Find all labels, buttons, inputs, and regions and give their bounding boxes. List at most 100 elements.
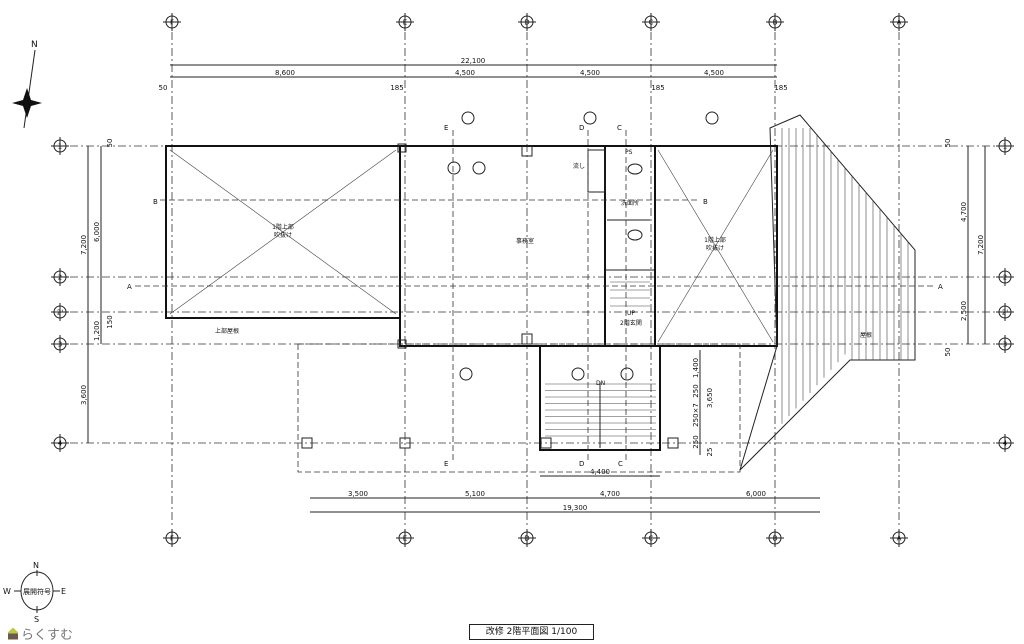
upper-roof-label: 上部屋根 — [215, 327, 239, 335]
grid-bubble: D — [518, 529, 536, 547]
svg-text:6,000: 6,000 — [93, 222, 101, 242]
grid-bubble: F — [163, 529, 181, 547]
svg-text:E: E — [444, 124, 448, 132]
drawing-title: 改修 2階平面図 1/100 — [469, 624, 594, 640]
svg-text:2: 2 — [58, 274, 62, 282]
left-void: 1階上部 吹抜け 上部屋根 — [165, 145, 401, 335]
svg-text:C: C — [649, 535, 654, 543]
logo: らくすむ — [8, 624, 73, 643]
room-label: 吹抜け — [706, 244, 724, 252]
grid-bubble: A — [890, 13, 908, 31]
svg-text:D: D — [579, 124, 584, 132]
office-label: 事務室 — [516, 237, 534, 245]
svg-text:25: 25 — [706, 448, 714, 457]
svg-text:4,700: 4,700 — [600, 490, 620, 498]
svg-text:7,200: 7,200 — [977, 235, 985, 255]
grid-bubble: F — [163, 13, 181, 31]
svg-text:E: E — [403, 19, 407, 27]
svg-text:5,100: 5,100 — [465, 490, 485, 498]
svg-text:2': 2' — [57, 309, 63, 317]
svg-text:D: D — [579, 460, 584, 468]
svg-text:19,300: 19,300 — [563, 504, 588, 512]
grid-bubble: E — [396, 529, 414, 547]
grid-bubble: 2 — [996, 268, 1014, 286]
svg-text:C: C — [618, 460, 623, 468]
svg-text:A: A — [897, 19, 902, 27]
svg-text:250×7: 250×7 — [692, 403, 700, 427]
svg-text:A: A — [938, 283, 943, 291]
svg-text:1: 1 — [1003, 143, 1007, 151]
grid-bubble: B — [766, 529, 784, 547]
svg-text:B: B — [773, 535, 778, 543]
up-label: UP — [627, 310, 635, 317]
grid-bubble: 3 — [51, 335, 69, 353]
svg-text:E: E — [61, 587, 66, 596]
svg-text:E: E — [403, 535, 407, 543]
svg-text:185: 185 — [774, 84, 787, 92]
svg-text:50: 50 — [159, 84, 168, 92]
svg-text:C: C — [617, 124, 622, 132]
grid-bubble: 1 — [996, 137, 1014, 155]
svg-text:6,000: 6,000 — [746, 490, 766, 498]
exterior-stair: DN — [297, 343, 741, 473]
svg-text:1,200: 1,200 — [93, 321, 101, 341]
grid-bubble: 2' — [51, 303, 69, 321]
svg-text:3,500: 3,500 — [348, 490, 368, 498]
svg-text:B: B — [703, 198, 708, 206]
svg-text:A: A — [127, 283, 132, 291]
svg-text:B: B — [153, 198, 158, 206]
svg-text:B: B — [773, 19, 778, 27]
svg-text:8,600: 8,600 — [275, 69, 295, 77]
grid-bubble: 2' — [996, 303, 1014, 321]
office: 事務室 — [397, 111, 719, 381]
svg-text:1,400: 1,400 — [692, 358, 700, 378]
grid-bubble: 2 — [51, 268, 69, 286]
grid-bubble: 3 — [996, 335, 1014, 353]
stair-upper: UP 2階玄関 — [610, 281, 650, 327]
dn-label: DN — [596, 380, 605, 387]
right-void: 1階上部 吹抜け — [654, 145, 778, 347]
svg-text:4,700: 4,700 — [960, 202, 968, 222]
svg-text:C: C — [649, 19, 654, 27]
svg-text:W: W — [3, 587, 11, 596]
svg-text:185: 185 — [651, 84, 664, 92]
grid-lines — [70, 32, 995, 528]
svg-text:2,500: 2,500 — [960, 301, 968, 321]
grid-bubble: C — [642, 529, 660, 547]
svg-text:50: 50 — [944, 139, 952, 148]
svg-text:4,500: 4,500 — [704, 69, 724, 77]
svg-text:展開符号: 展開符号 — [23, 587, 51, 596]
logo-text: らくすむ — [21, 628, 74, 643]
svg-text:1: 1 — [58, 143, 62, 151]
room-label: 1階上部 — [704, 236, 726, 244]
room-label: 1階上部 — [272, 223, 294, 231]
svg-text:4,500: 4,500 — [455, 69, 475, 77]
entrance-label: 2階玄関 — [620, 319, 642, 327]
sink-label: 流し — [573, 162, 585, 170]
svg-text:3,600: 3,600 — [80, 385, 88, 405]
svg-text:3: 3 — [58, 341, 62, 349]
north-arrow-icon: N — [12, 40, 42, 129]
svg-text:4,400: 4,400 — [590, 468, 610, 476]
room-label: 吹抜け — [274, 231, 292, 239]
grid-bubble: 4 — [51, 434, 69, 452]
grid-bubble: B — [766, 13, 784, 31]
svg-text:A: A — [897, 535, 902, 543]
svg-text:7,200: 7,200 — [80, 235, 88, 255]
svg-text:N: N — [33, 561, 39, 570]
svg-text:3: 3 — [1003, 341, 1007, 349]
ps-label: PS — [625, 149, 633, 156]
dimension-labels: 22,100 8,600 4,500 4,500 4,500 50 185 18… — [80, 57, 985, 512]
roof-label: 屋根 — [860, 331, 872, 339]
svg-text:2: 2 — [1003, 274, 1007, 282]
svg-text:50: 50 — [944, 348, 952, 357]
svg-text:S: S — [34, 615, 39, 624]
svg-text:22,100: 22,100 — [461, 57, 486, 65]
svg-text:F: F — [170, 19, 174, 27]
elevation-key: N S W E 展開符号 — [3, 561, 66, 624]
svg-text:150: 150 — [106, 315, 114, 328]
svg-text:50: 50 — [106, 139, 114, 148]
